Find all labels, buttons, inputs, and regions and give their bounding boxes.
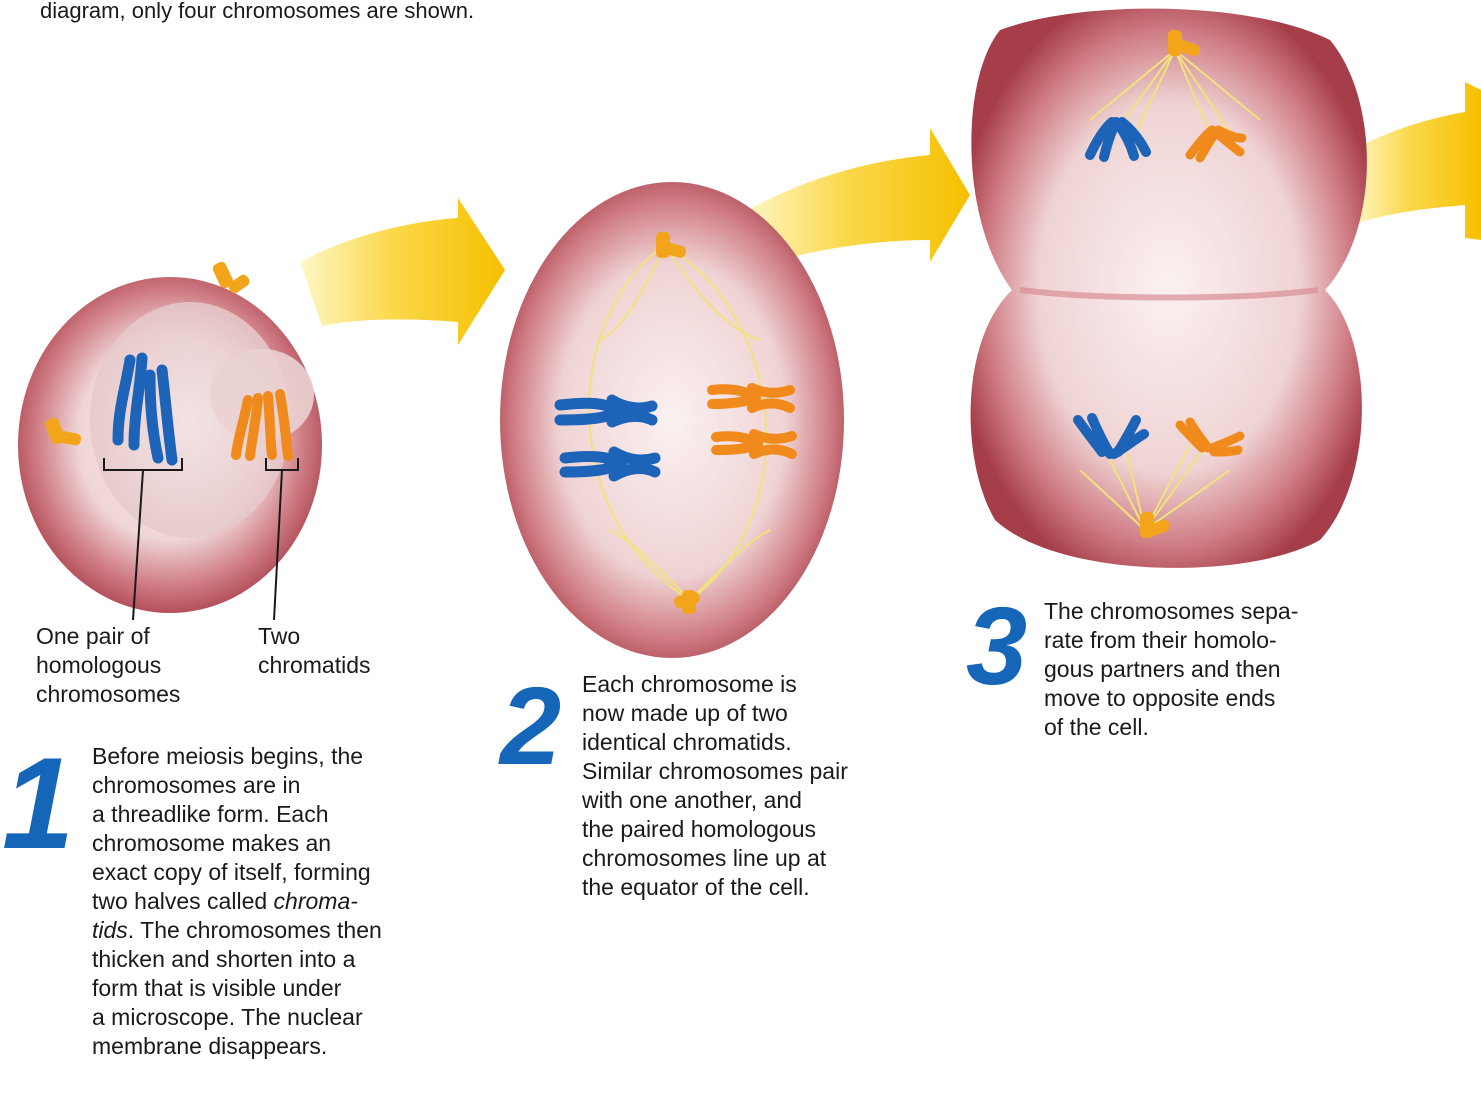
step-number-1: 1 (2, 738, 74, 868)
arrow-3-out (1352, 82, 1481, 240)
text-line: two halves called chroma- (92, 887, 382, 916)
text-line: Similar chromosomes pair (582, 757, 848, 786)
text-line: the equator of the cell. (582, 873, 848, 902)
text-line: form that is visible under (92, 974, 382, 1003)
text-line: of the cell. (1044, 713, 1298, 742)
text-line: a threadlike form. Each (92, 800, 382, 829)
label-line: homologous (36, 651, 180, 680)
step-1-text: Before meiosis begins, the chromosomes a… (92, 742, 382, 1061)
text-line: tids. The chromosomes then (92, 916, 382, 945)
text-line: thicken and shorten into a (92, 945, 382, 974)
label-two-chromatids: Two chromatids (258, 622, 370, 680)
term-chromatids: tids (92, 917, 128, 943)
label-line: chromatids (258, 651, 370, 680)
step-3-text: The chromosomes sepa- rate from their ho… (1044, 597, 1298, 742)
text-line: chromosomes line up at (582, 844, 848, 873)
label-line: Two (258, 622, 370, 651)
text-line: a microscope. The nuclear (92, 1003, 382, 1032)
text-line: gous partners and then (1044, 655, 1298, 684)
text-line: rate from their homolo- (1044, 626, 1298, 655)
text-line: with one another, and (582, 786, 848, 815)
text-segment: two halves called (92, 888, 274, 914)
text-line: membrane disappears. (92, 1032, 382, 1061)
text-line: identical chromatids. (582, 728, 848, 757)
cell-2 (500, 182, 844, 658)
step-number-3: 3 (966, 592, 1027, 702)
text-line: Each chromosome is (582, 670, 848, 699)
text-segment: . The chromosomes then (128, 917, 382, 943)
label-line: chromosomes (36, 680, 180, 709)
cell-3 (971, 9, 1367, 568)
term-chromatids: chroma- (274, 888, 358, 914)
text-line: exact copy of itself, forming (92, 858, 382, 887)
step-2-text: Each chromosome is now made up of two id… (582, 670, 848, 902)
text-line: chromosomes are in (92, 771, 382, 800)
text-line: Before meiosis begins, the (92, 742, 382, 771)
text-line: now made up of two (582, 699, 848, 728)
cell-1 (18, 260, 322, 620)
arrow-1-to-2 (300, 198, 505, 345)
text-line: chromosome makes an (92, 829, 382, 858)
label-homologous-pair: One pair of homologous chromosomes (36, 622, 180, 709)
text-line: move to opposite ends (1044, 684, 1298, 713)
step-number-2: 2 (500, 672, 561, 782)
text-line: The chromosomes sepa- (1044, 597, 1298, 626)
text-line: the paired homologous (582, 815, 848, 844)
label-line: One pair of (36, 622, 180, 651)
